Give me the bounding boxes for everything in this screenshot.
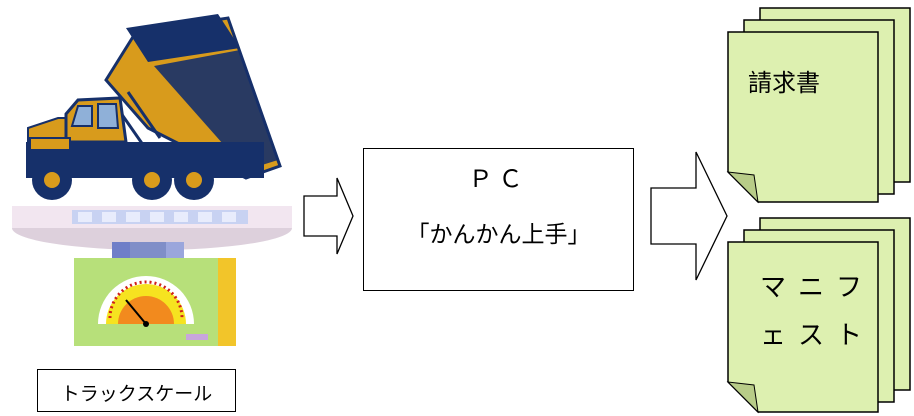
scale-icon bbox=[70, 242, 240, 347]
dump-truck-icon bbox=[8, 10, 298, 250]
invoice-label: 請求書 bbox=[748, 69, 820, 97]
pc-label: ＰＣ bbox=[468, 165, 529, 193]
document-stack-icon: 請求書 bbox=[722, 5, 914, 205]
truck-scale-label-box: トラックスケール bbox=[37, 369, 236, 412]
truck-scale-label: トラックスケール bbox=[60, 383, 213, 405]
document-stack-icon: マニフ ェスト bbox=[722, 215, 914, 416]
pc-box: ＰＣ 「かんかん上手」 bbox=[363, 148, 634, 291]
arrow-icon bbox=[650, 150, 730, 282]
software-name-label: 「かんかん上手」 bbox=[406, 222, 591, 248]
manifest-label-line1: マニフ bbox=[760, 273, 875, 303]
arrow-icon bbox=[303, 176, 355, 256]
manifest-label-line2: ェスト bbox=[760, 321, 875, 351]
